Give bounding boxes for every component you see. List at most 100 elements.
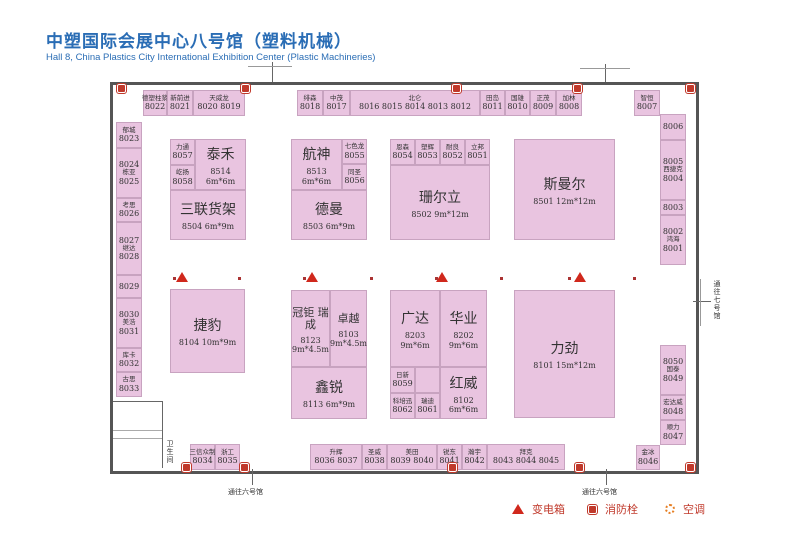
booth-number: 8056 bbox=[344, 176, 365, 186]
booth-exhibitor: 田岛 bbox=[486, 93, 499, 102]
legend-hydrant: 消防栓 bbox=[587, 501, 638, 517]
booth-exhibitor: 天威龙 bbox=[209, 93, 229, 102]
pillar-marker bbox=[500, 277, 503, 280]
legend-hydrant-label: 消防栓 bbox=[605, 503, 638, 516]
booth-number: 8005 bbox=[662, 157, 684, 167]
booth-exhibitor: 力通 bbox=[176, 142, 189, 151]
booth-number: 8028 bbox=[118, 252, 140, 262]
booth-number: 8031 bbox=[118, 326, 140, 336]
booth-number: 8101 15m*12m bbox=[533, 361, 596, 371]
booth: 8003 bbox=[660, 200, 686, 215]
booth-exhibitor: 立邦 bbox=[471, 142, 484, 151]
booth-number: 8006 bbox=[662, 122, 684, 132]
fire-hydrant-icon bbox=[181, 462, 192, 473]
booth-number: 8021 bbox=[169, 102, 191, 112]
booth-number: 8017 bbox=[326, 102, 347, 112]
booth-number: 8022 bbox=[144, 102, 166, 112]
booth-exhibitor: 珊尔立 bbox=[419, 189, 461, 206]
booth-number: 8059 bbox=[392, 379, 413, 389]
page-title: 中塑国际会展中心八号馆（塑料机械） bbox=[46, 32, 352, 52]
booth-number: 8047 bbox=[662, 431, 684, 441]
booth-number: 8046 bbox=[637, 456, 659, 466]
page-subtitle: Hall 8, China Plastics City Internationa… bbox=[46, 52, 376, 63]
booth-exhibitor: 航神 bbox=[302, 147, 331, 164]
pillar-marker bbox=[435, 277, 438, 280]
restroom-wall bbox=[113, 438, 162, 439]
booth-exhibitor: 红威 bbox=[449, 375, 478, 392]
fire-hydrant-icon bbox=[685, 462, 696, 473]
booth-number: 8027 bbox=[118, 235, 140, 245]
restroom-wall bbox=[113, 401, 163, 402]
booth-number: 9m*6m bbox=[400, 340, 430, 350]
booth-number: 8061 bbox=[417, 405, 438, 415]
booth: 8006 bbox=[660, 114, 686, 140]
booth-exhibitor: 绯森 bbox=[303, 93, 317, 102]
transformer-icon bbox=[574, 272, 586, 282]
booth-exhibitor: 拜克 bbox=[519, 447, 533, 456]
booth-exhibitor: 加林 bbox=[562, 93, 576, 102]
booth-exhibitor: 恩森 bbox=[396, 142, 409, 151]
booth-exhibitor: 耐良 bbox=[446, 142, 459, 151]
booth-number: 8007 bbox=[636, 102, 658, 112]
booth-number: 8103 bbox=[338, 329, 359, 339]
booth-exhibitor: 考思 bbox=[122, 200, 136, 209]
legend-transformer-label: 变电箱 bbox=[532, 503, 565, 516]
booth-number: 8039 8040 bbox=[390, 456, 434, 466]
booth-number: 8104 10m*9m bbox=[178, 338, 237, 348]
fire-hydrant-icon bbox=[239, 462, 250, 473]
fire-hydrant-icon bbox=[240, 83, 251, 94]
booth-number: 8043 8044 8045 bbox=[492, 456, 560, 466]
booth-exhibitor: 正茂 bbox=[536, 93, 550, 102]
booth-number: 9m*6m bbox=[448, 340, 479, 350]
booth-exhibitor: 德曼 bbox=[315, 202, 343, 219]
exit-hall7: 通往七号馆 bbox=[713, 280, 721, 320]
booth-number: 8018 bbox=[299, 102, 321, 112]
booth-number: 8055 bbox=[344, 150, 365, 160]
booth-exhibitor: 斯曼尔 bbox=[543, 176, 586, 193]
booth-exhibitor: 北仑 bbox=[408, 93, 422, 102]
restroom-wall bbox=[162, 401, 163, 468]
booth-number: 8042 bbox=[464, 456, 485, 466]
booth-number: 8051 bbox=[467, 151, 488, 161]
booth-number: 8024 bbox=[118, 160, 140, 170]
pillar-marker bbox=[568, 277, 571, 280]
booth-exhibitor: 冠钜 瑞成 bbox=[292, 305, 329, 332]
booth-number: 8035 bbox=[217, 456, 238, 466]
restroom-wall bbox=[113, 430, 162, 431]
booth-exhibitor: 屹扬 bbox=[176, 168, 189, 177]
booth-number: 8011 bbox=[482, 102, 503, 112]
booth-exhibitor: 浙工 bbox=[221, 447, 234, 456]
booth-exhibitor: 库卡 bbox=[122, 350, 136, 359]
fire-hydrant-icon bbox=[587, 503, 598, 515]
booth-exhibitor: 国泰 bbox=[666, 365, 680, 374]
booth-exhibitor: 广达 bbox=[401, 311, 429, 328]
booth-number: 8001 bbox=[662, 243, 684, 253]
booth-exhibitor: 同圣 bbox=[348, 167, 361, 176]
booth-number: 8504 6m*9m bbox=[181, 222, 235, 232]
booth-number: 8057 bbox=[172, 151, 193, 161]
booth-exhibitor: 瀚宇 bbox=[468, 447, 481, 456]
booth-exhibitor: 瑞迪 bbox=[421, 396, 434, 405]
booth-number: 8053 bbox=[417, 151, 438, 161]
